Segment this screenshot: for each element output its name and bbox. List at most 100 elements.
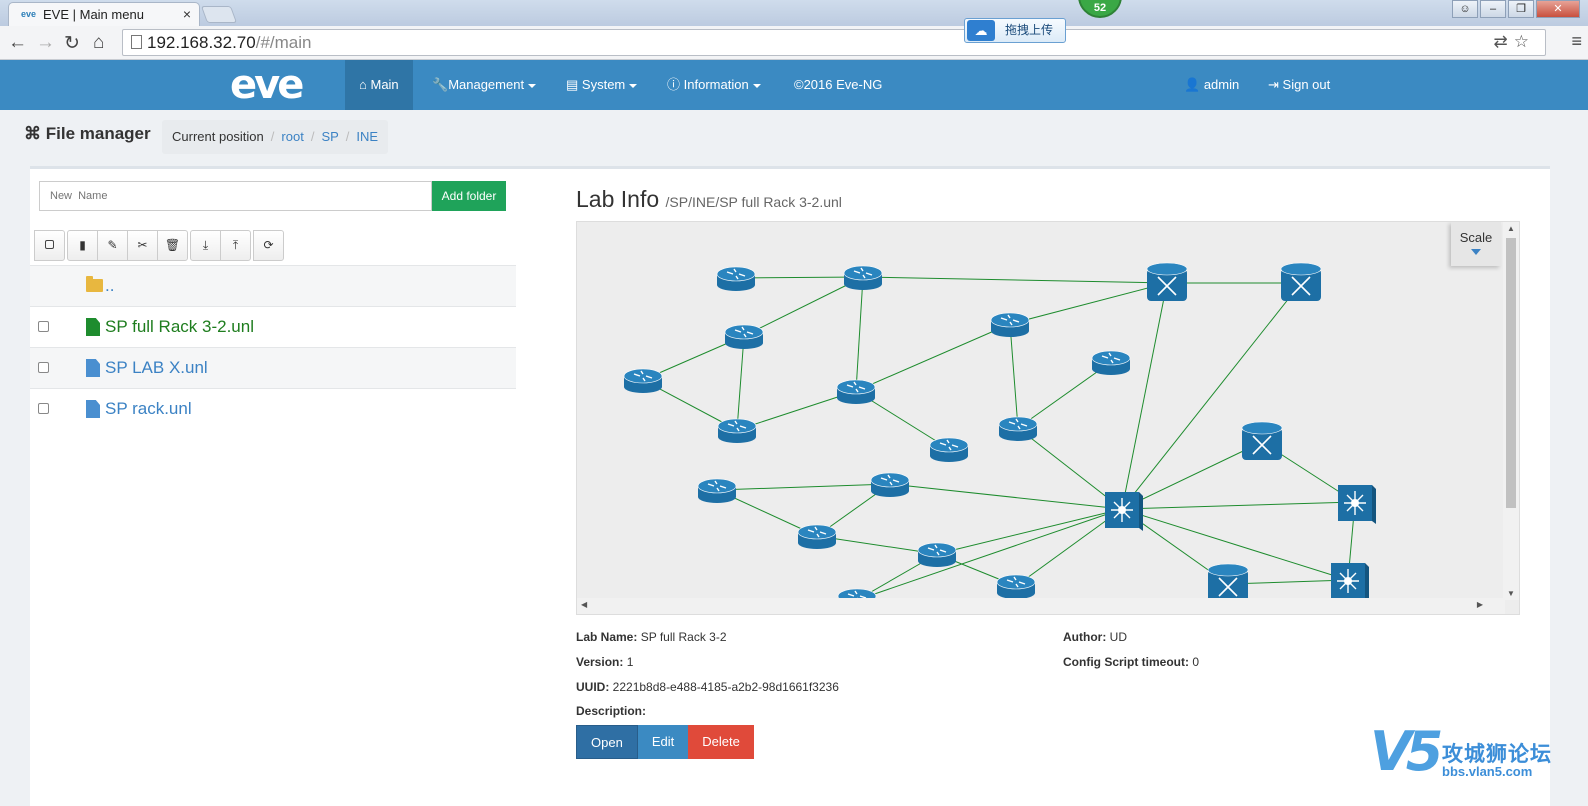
refresh-button[interactable]: ⟳: [253, 230, 284, 261]
nav-system[interactable]: ▤ System: [552, 60, 651, 110]
file-checkbox[interactable]: [38, 403, 49, 414]
browser-address-bar: ← → ↻ ⌂ 192.168.32.70/#/main ⇄☆ ≡: [0, 26, 1588, 60]
file-name[interactable]: SP rack.unl: [105, 399, 192, 418]
lab-path: /SP/INE/SP full Rack 3-2.unl: [665, 194, 842, 210]
topology-link: [856, 508, 1123, 600]
upload-icon: ⤒: [232, 238, 239, 252]
select-all-button[interactable]: [34, 230, 65, 261]
add-folder-button[interactable]: Add folder: [432, 181, 506, 211]
topology-preview[interactable]: Scale ▲ ▼ ◀ ▶: [576, 221, 1520, 615]
router-icon: [996, 574, 1036, 599]
nav-system-label: System: [581, 77, 626, 92]
file-checkbox[interactable]: [38, 321, 49, 332]
export-button[interactable]: ⤓: [190, 230, 221, 261]
uuid-field: UUID: 2221b8d8-e488-4185-a2b2-98d1661f32…: [576, 680, 839, 694]
router-icon: [623, 368, 663, 393]
topology-link: [1121, 508, 1349, 581]
file-checkbox[interactable]: [38, 362, 49, 373]
file-toolbar: ▮ ✎ ✂ 🗑 ⤓ ⤒ ⟳: [34, 230, 287, 261]
trash-icon: 🗑: [164, 238, 181, 252]
breadcrumb-label: Current position: [172, 129, 264, 144]
file-name[interactable]: SP LAB X.unl: [105, 358, 208, 377]
window-close-icon[interactable]: ✕: [1536, 0, 1580, 18]
scroll-thumb[interactable]: [1506, 238, 1516, 508]
file-name[interactable]: SP full Rack 3-2.unl: [105, 317, 254, 336]
new-name-input[interactable]: [39, 181, 432, 211]
browser-menu-icon[interactable]: ≡: [1571, 31, 1582, 51]
topology-link: [735, 276, 864, 279]
cloud-icon: ☁: [967, 20, 995, 41]
notification-badge[interactable]: 52: [1078, 0, 1122, 18]
switch-icon: [1331, 563, 1369, 600]
horizontal-scrollbar[interactable]: ◀ ▶: [577, 598, 1505, 614]
folder-icon: [86, 276, 103, 292]
translate-star-icons[interactable]: ⇄☆: [1493, 32, 1535, 51]
scroll-down-icon[interactable]: ▼: [1507, 589, 1515, 598]
description-field: Description:: [576, 704, 647, 718]
router-icon: [797, 524, 837, 549]
rename-button[interactable]: ✎: [97, 230, 128, 261]
nav-main[interactable]: ⌂ Main: [345, 60, 413, 110]
close-tab-icon[interactable]: ×: [182, 6, 191, 22]
nav-information[interactable]: ⓘ Information: [653, 60, 775, 110]
chevron-down-icon: [629, 83, 638, 88]
edit-button[interactable]: Edit: [637, 725, 689, 759]
watermark-logo: V5 攻城狮论坛 bbs.vlan5.com: [1370, 720, 1570, 786]
topology-link: [736, 390, 857, 431]
home-icon[interactable]: ⌂: [93, 32, 105, 53]
router-icon: [717, 418, 757, 443]
minimize-icon[interactable]: –: [1480, 0, 1506, 18]
breadcrumb-ine[interactable]: INE: [356, 129, 379, 144]
delete-lab-button[interactable]: Delete: [688, 725, 754, 759]
pencil-icon: ✎: [107, 238, 118, 252]
list-item-file[interactable]: SP full Rack 3-2.unl: [30, 306, 516, 347]
breadcrumb-sp[interactable]: SP: [321, 129, 339, 144]
router-icon: [929, 437, 969, 462]
scroll-right-icon[interactable]: ▶: [1476, 600, 1483, 609]
url-input[interactable]: 192.168.32.70/#/main ⇄☆: [122, 29, 1546, 56]
router-icon: [917, 542, 957, 567]
checkbox-icon: [45, 240, 54, 249]
home-icon: ⌂: [359, 77, 367, 92]
scroll-left-icon[interactable]: ◀: [581, 600, 588, 609]
topology-link: [1017, 427, 1123, 510]
router-icon: [990, 312, 1030, 337]
topology-link: [1121, 441, 1263, 510]
nav-user[interactable]: 👤 admin: [1170, 60, 1253, 110]
chevron-down-icon: [528, 83, 537, 88]
open-button[interactable]: Open: [576, 725, 638, 759]
browser-tab[interactable]: eve EVE | Main menu ×: [8, 2, 200, 26]
version-field: Version: 1: [576, 655, 634, 669]
file-name[interactable]: ..: [105, 276, 115, 295]
new-file-button[interactable]: ▮: [67, 230, 98, 261]
list-item-file[interactable]: SP rack.unl: [30, 388, 516, 429]
nav-sign-out[interactable]: ⇥ Sign out: [1254, 60, 1344, 110]
import-button[interactable]: ⤒: [220, 230, 251, 261]
nav-sign-out-label: Sign out: [1282, 77, 1331, 92]
topology-link: [1017, 361, 1112, 429]
back-icon[interactable]: ←: [8, 32, 27, 53]
breadcrumb-root[interactable]: root: [281, 129, 304, 144]
drag-upload-button[interactable]: ☁ 拖拽上传: [964, 18, 1066, 43]
refresh-icon: ⟳: [263, 238, 274, 252]
move-button[interactable]: ✂: [127, 230, 158, 261]
scale-button[interactable]: Scale: [1451, 222, 1501, 266]
nav-main-label: Main: [370, 77, 399, 92]
vertical-scrollbar[interactable]: ▲ ▼: [1503, 222, 1519, 600]
eve-logo[interactable]: eve: [230, 62, 304, 108]
reload-icon[interactable]: ↻: [64, 33, 80, 54]
list-item-parent-folder[interactable]: ..: [30, 265, 516, 306]
nav-management[interactable]: 🔧Management: [418, 60, 550, 110]
new-tab-button[interactable]: [200, 6, 238, 23]
maximize-icon[interactable]: ❐: [1508, 0, 1534, 18]
user-icon[interactable]: ☺: [1452, 0, 1478, 18]
nav-copyright[interactable]: ©2016 Eve-NG: [794, 77, 883, 92]
page-icon: [131, 35, 142, 49]
topology-canvas: [623, 262, 1376, 600]
topology-link: [855, 276, 864, 392]
config-timeout-field: Config Script timeout: 0: [1063, 655, 1200, 669]
scroll-up-icon[interactable]: ▲: [1507, 224, 1515, 233]
list-item-file[interactable]: SP LAB X.unl: [30, 347, 516, 388]
forward-icon[interactable]: →: [36, 32, 55, 53]
delete-button[interactable]: 🗑: [157, 230, 188, 261]
